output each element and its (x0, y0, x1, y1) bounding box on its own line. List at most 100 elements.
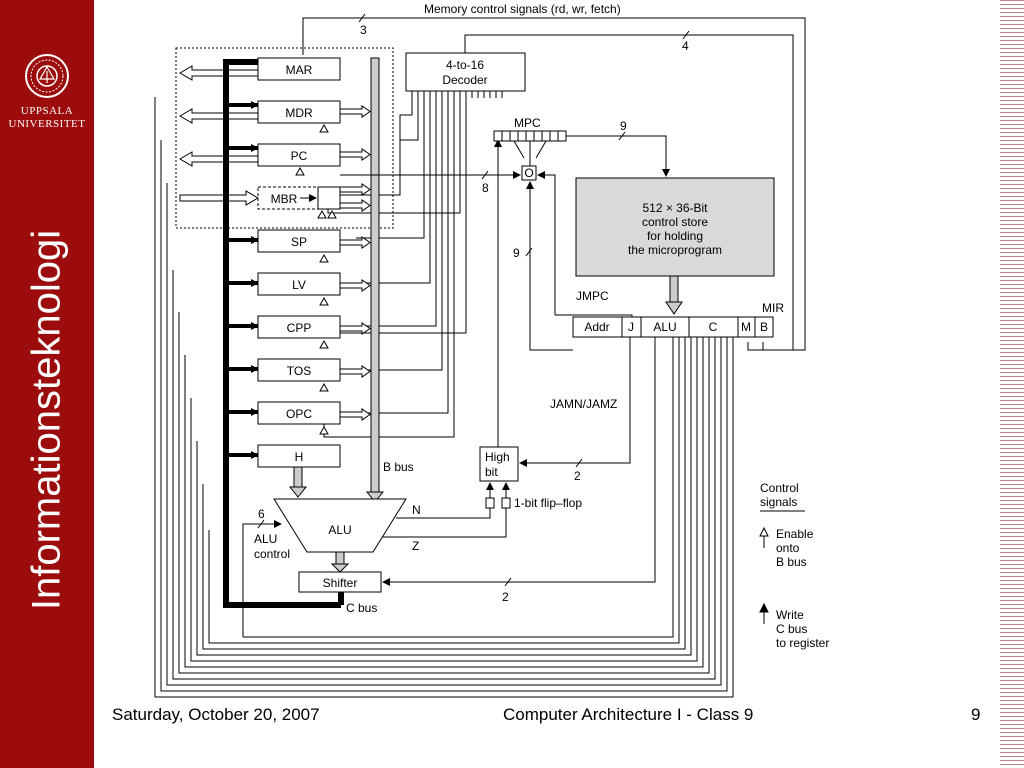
svg-text:the microprogram: the microprogram (628, 243, 722, 257)
legend-write-line3: to register (776, 636, 829, 650)
decoder-label-line2: Decoder (442, 73, 487, 87)
width-label-mpc: 9 (620, 119, 627, 133)
register-pc: PC (257, 143, 341, 167)
svg-text:MBR: MBR (271, 192, 298, 206)
mir-label: MIR (762, 301, 784, 315)
mpc-register: MPC 9 (493, 116, 670, 177)
b-bus: B bus (365, 57, 414, 503)
university-name-line1: UPPSALA (20, 105, 74, 117)
svg-text:SP: SP (291, 235, 307, 249)
alu-control-line2: control (254, 547, 290, 561)
alu-control-line1: ALU (254, 532, 277, 546)
c-bus: C bus (223, 59, 377, 615)
mir-field-c: C (709, 320, 718, 334)
flipflop-label: 1-bit flip–flop (514, 496, 582, 510)
legend-title-line1: Control (760, 481, 799, 495)
svg-text:MAR: MAR (286, 63, 313, 77)
memory-signals-label: Memory control signals (rd, wr, fetch) (424, 2, 621, 16)
jam-line: 2 JAMN/JAMZ (519, 337, 631, 483)
legend-enable-line3: B bus (776, 555, 807, 569)
register-cpp: CPP (257, 315, 341, 339)
width-label-alu: 6 (258, 507, 265, 521)
memory-arrows (179, 65, 259, 206)
width-label-mbr: 8 (482, 181, 489, 195)
footer-date: Saturday, October 20, 2007 (112, 705, 320, 724)
b-bus-label: B bus (383, 460, 414, 474)
mpc-label: MPC (514, 116, 541, 130)
svg-text:LV: LV (292, 278, 306, 292)
alu-label: ALU (328, 523, 351, 537)
alu: ALU (273, 498, 407, 553)
h-to-alu-arrow (288, 466, 308, 498)
width-label-mem: 3 (360, 23, 367, 37)
svg-text:TOS: TOS (287, 364, 311, 378)
width-label-decoder: 4 (682, 39, 689, 53)
jamn-label: JAMN/JAMZ (550, 397, 617, 411)
shifter: Shifter (298, 571, 382, 605)
mir-field-alu: ALU (653, 320, 676, 334)
decoder-label-line1: 4-to-16 (446, 58, 484, 72)
flag-n-label: N (412, 503, 421, 517)
register-mar: MAR (257, 57, 341, 81)
enable-triangles (295, 123, 337, 435)
high-bit-line1: High (485, 450, 510, 464)
memory-control-line: 3 Memory control signals (rd, wr, fetch) (302, 2, 806, 351)
register-opc: OPC (257, 401, 341, 425)
register-h: H (257, 444, 341, 468)
university-seal-logo (25, 54, 69, 98)
control-store: 512 × 36-Bit control store for holding t… (575, 177, 775, 315)
sidebar: UPPSALA UNIVERSITET Informationsteknolog… (0, 0, 94, 768)
shifter-label: Shifter (323, 576, 358, 590)
register-sp: SP (257, 229, 341, 253)
write-legend-icon (759, 602, 769, 624)
legend-enable-line2: onto (776, 541, 800, 555)
or-gate: O 8 9 (340, 165, 573, 351)
decoder: 4-to-16 Decoder (405, 52, 526, 92)
legend-write-line2: C bus (776, 622, 807, 636)
footer-course-title: Computer Architecture I - Class 9 (503, 705, 754, 724)
svg-text:OPC: OPC (286, 407, 312, 421)
svg-text:MDR: MDR (285, 106, 313, 120)
mir-field-addr: Addr (584, 320, 609, 334)
flip-flops: 1-bit flip–flop (485, 482, 582, 510)
mir-field-j: J (628, 320, 634, 334)
svg-text:control store: control store (642, 215, 708, 229)
legend-title-line2: signals (760, 495, 797, 509)
footer-page-number: 9 (971, 705, 981, 724)
svg-text:CPP: CPP (287, 321, 312, 335)
high-bit-line2: bit (485, 465, 498, 479)
register-lv: LV (257, 272, 341, 296)
svg-text:for holding: for holding (647, 229, 703, 243)
flag-lines: N Z (383, 503, 507, 553)
register-mbr: MBR (257, 186, 341, 210)
decoder-outputs (411, 91, 503, 98)
width-label-shifter: 2 (502, 590, 509, 604)
svg-text:512 × 36-Bit: 512 × 36-Bit (642, 201, 708, 215)
mir-field-m: M (741, 320, 751, 334)
high-bit: High bit (479, 139, 519, 482)
flag-z-label: Z (412, 539, 419, 553)
or-gate-label: O (524, 166, 533, 180)
university-name: UPPSALA UNIVERSITET (0, 105, 94, 131)
legend: Control signals Enable onto B bus Write … (759, 481, 829, 650)
decorative-right-border (1000, 0, 1024, 768)
university-name-line2: UNIVERSITET (8, 118, 86, 130)
width-label-addr: 9 (513, 246, 520, 260)
svg-text:PC: PC (291, 149, 308, 163)
jmpc-label: JMPC (576, 289, 609, 303)
mir-field-b: B (760, 320, 768, 334)
alu-control-input: 6 ALU control (242, 337, 674, 638)
mir: JMPC MIR Addr J ALU C M B (555, 289, 784, 338)
b-bus-drive-arrows (339, 105, 371, 421)
memory-interface-box (175, 47, 394, 229)
width-label-jam: 2 (574, 469, 581, 483)
register-tos: TOS (257, 358, 341, 382)
mpc-feed-lines (513, 140, 547, 166)
decoder-input-line: 4 (461, 30, 794, 351)
register-mdr: MDR (257, 100, 341, 124)
register-control-wires (154, 91, 734, 698)
c-bus-label: C bus (346, 601, 377, 615)
enable-legend-icon (759, 526, 769, 548)
legend-enable-line1: Enable (776, 527, 814, 541)
svg-text:H: H (295, 450, 304, 464)
